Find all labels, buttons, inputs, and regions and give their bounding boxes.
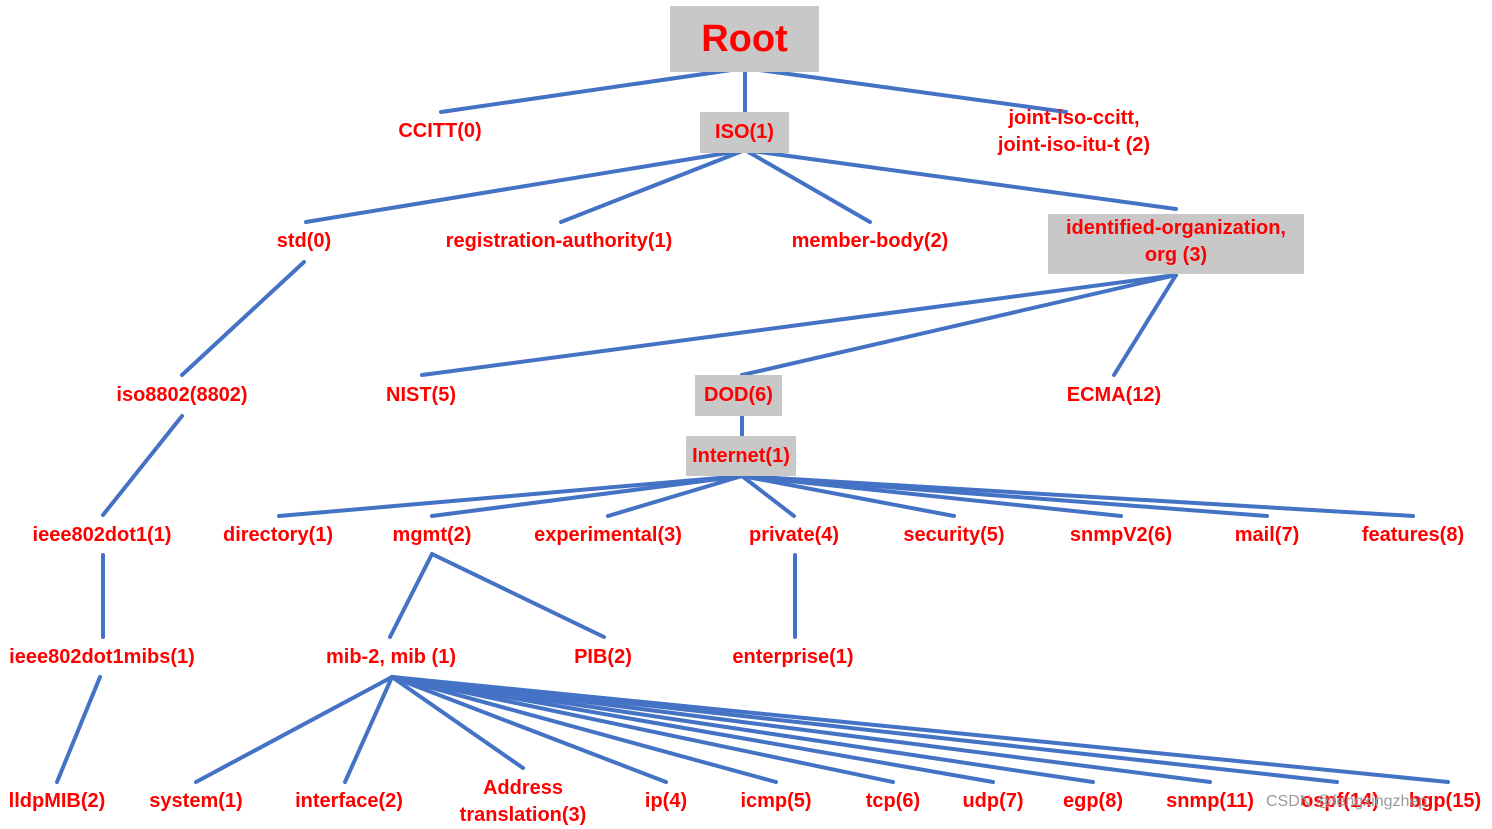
node-mail: mail(7): [1234, 524, 1300, 546]
node-joint: joint-iso-ccitt, joint-iso-itu-t (2): [976, 105, 1172, 159]
node-root: Root: [670, 6, 819, 72]
node-security: security(5): [903, 524, 1005, 546]
node-address-line1: Address: [482, 777, 564, 799]
node-identified-organization: identified-organization, org (3): [1048, 214, 1304, 274]
node-ieee802dot1: ieee802dot1(1): [32, 524, 172, 546]
node-tcp: tcp(6): [865, 790, 921, 812]
edge-mgmt-pib: [430, 552, 606, 639]
node-identified-org-line1: identified-organization,: [1066, 217, 1286, 239]
edge-mib2-ip: [390, 675, 668, 784]
node-ip: ip(4): [644, 790, 688, 812]
node-udp: udp(7): [962, 790, 1024, 812]
node-experimental: experimental(3): [534, 524, 682, 546]
edge-internet-features: [740, 474, 1415, 518]
node-ccitt: CCITT(0): [398, 120, 482, 142]
edge-internet-directory: [277, 474, 744, 518]
node-mib2: mib-2, mib (1): [325, 646, 456, 668]
node-snmp: snmp(11): [1166, 790, 1254, 812]
node-bgp: bgp(15): [1408, 790, 1482, 812]
node-ospf: ospf(14): [1301, 790, 1379, 812]
edge-iso-std: [304, 148, 747, 224]
node-nist: NIST(5): [386, 384, 456, 406]
edge-org-ecma: [1112, 273, 1178, 377]
edge-org-nist: [420, 273, 1178, 377]
node-mgmt: mgmt(2): [392, 524, 472, 546]
node-enterprise: enterprise(1): [732, 646, 854, 668]
edge-mib2-udp: [390, 675, 995, 784]
node-icmp: icmp(5): [740, 790, 812, 812]
edge-mib2-system: [194, 675, 394, 784]
node-identified-org-line2: org (3): [1144, 244, 1208, 266]
node-internet: Internet(1): [686, 436, 796, 476]
edge-iso8802-ieee802dot1: [101, 414, 184, 517]
watermark: CSDN @fengxingzhep: [1266, 793, 1428, 810]
edge-iso-member: [743, 148, 872, 224]
node-features: features(8): [1361, 524, 1465, 546]
edge-mib2-snmp: [390, 675, 1212, 784]
node-egp: egp(8): [1063, 790, 1123, 812]
node-private: private(4): [748, 524, 840, 546]
edge-mib2-address: [390, 675, 525, 770]
edge-org-dod: [740, 273, 1178, 377]
node-ieee802dot1mibs: ieee802dot1mibs(1): [9, 646, 195, 668]
node-directory: directory(1): [222, 524, 334, 546]
edge-internet-mgmt: [430, 474, 744, 518]
edge-root-joint: [743, 66, 1068, 114]
node-snmpv2: snmpV2(6): [1069, 524, 1173, 546]
node-ecma: ECMA(12): [1066, 384, 1162, 406]
node-system: system(1): [149, 790, 243, 812]
edge-mib2-bgp: [390, 675, 1450, 784]
edge-mibs-lldpmib: [55, 675, 102, 784]
node-dod: DOD(6): [695, 375, 782, 416]
node-iso: ISO(1): [700, 112, 789, 153]
edge-mib2-egp: [390, 675, 1095, 784]
node-joint-line1: joint-iso-ccitt,: [1008, 107, 1140, 129]
edge-std-iso8802: [180, 260, 306, 377]
edge-internet-experimental: [606, 474, 744, 518]
edge-mib2-interface: [343, 675, 394, 784]
edge-mib2-tcp: [390, 675, 895, 784]
edge-group: [55, 66, 1450, 784]
edge-internet-private: [740, 474, 796, 518]
node-address-line2: translation(3): [459, 804, 587, 826]
edge-mgmt-mib2: [388, 552, 434, 639]
node-registration-authority: registration-authority(1): [445, 230, 673, 252]
node-std: std(0): [276, 230, 332, 252]
edge-root-ccitt: [439, 66, 747, 114]
edge-internet-security: [740, 474, 956, 518]
node-address-translation: Address translation(3): [448, 775, 598, 829]
node-interface: interface(2): [295, 790, 403, 812]
edge-iso-registration: [559, 148, 747, 224]
node-lldpmib: lldpMIB(2): [8, 790, 106, 812]
node-member-body: member-body(2): [791, 230, 949, 252]
edge-mib2-icmp: [390, 675, 778, 784]
node-pib: PIB(2): [574, 646, 632, 668]
node-iso8802: iso8802(8802): [116, 384, 248, 406]
node-joint-line2: joint-iso-itu-t (2): [997, 134, 1151, 156]
edge-iso-identified: [743, 148, 1178, 211]
